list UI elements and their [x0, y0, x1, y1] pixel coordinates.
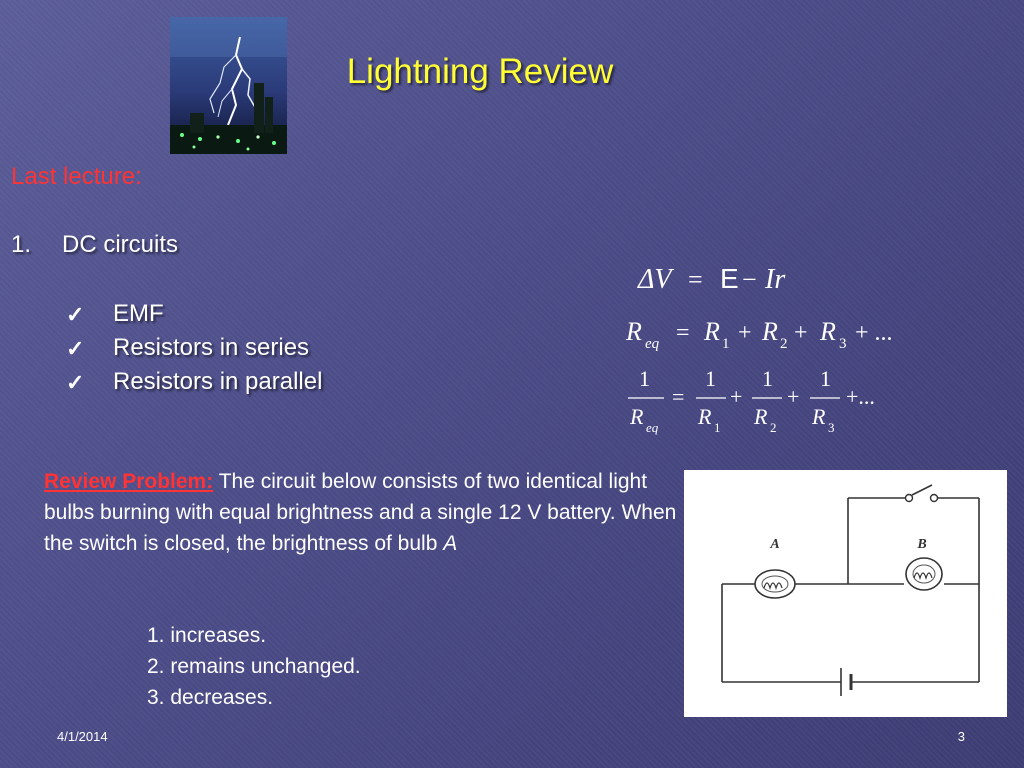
svg-text:−: −: [742, 265, 757, 294]
choice-3: 3. decreases.: [147, 686, 274, 709]
equations: ΔV = E − Ir R eq = R 1 + R 2 + R 3 + ...…: [622, 258, 922, 448]
slide-title: Lightning Review: [346, 52, 614, 91]
lightning-photo: [170, 17, 287, 154]
bulb-b-label: B: [916, 537, 926, 552]
svg-text:+: +: [794, 320, 808, 346]
svg-text:1: 1: [820, 366, 831, 391]
svg-text:1: 1: [639, 366, 650, 391]
check-icon: ✓: [66, 302, 85, 327]
subtopic-emf: EMF: [113, 300, 164, 327]
footer-date: 4/1/2014: [57, 729, 108, 744]
svg-text:ΔV: ΔV: [637, 264, 674, 295]
svg-text:+: +: [738, 320, 752, 346]
svg-text:1: 1: [722, 336, 730, 352]
switch-contact: [904, 493, 914, 503]
svg-text:3: 3: [828, 420, 835, 435]
svg-text:eq: eq: [645, 336, 660, 352]
svg-text:+...: +...: [846, 384, 875, 409]
svg-text:3: 3: [839, 336, 847, 352]
subtopic-parallel: Resistors in parallel: [113, 368, 323, 395]
review-problem: Review Problem: The circuit below consis…: [44, 466, 684, 559]
svg-text:+ ...: + ...: [855, 320, 893, 346]
svg-text:R: R: [625, 317, 642, 346]
equation-series: R eq = R 1 + R 2 + R 3 + ...: [625, 317, 893, 352]
svg-text:R: R: [753, 404, 768, 429]
choice-1: 1. increases.: [147, 624, 267, 647]
review-problem-text: The circuit below consists of two identi…: [44, 470, 677, 555]
svg-text:+: +: [787, 384, 799, 409]
topic-number: 1.: [11, 231, 32, 258]
svg-text:eq: eq: [646, 420, 659, 435]
svg-text:+: +: [730, 384, 742, 409]
svg-text:1: 1: [705, 366, 716, 391]
svg-text:E: E: [720, 263, 739, 294]
choice-2: 2. remains unchanged.: [147, 655, 361, 678]
svg-text:2: 2: [780, 336, 788, 352]
svg-text:Ir: Ir: [764, 264, 785, 295]
bulb-b-icon: [905, 557, 943, 591]
svg-text:1: 1: [714, 420, 721, 435]
svg-text:R: R: [819, 317, 836, 346]
svg-text:R: R: [811, 404, 826, 429]
bulb-a-icon: [754, 569, 796, 599]
svg-text:R: R: [697, 404, 712, 429]
svg-text:2: 2: [770, 420, 777, 435]
svg-text:R: R: [629, 404, 644, 429]
svg-text:R: R: [761, 317, 778, 346]
switch-contact: [929, 493, 939, 503]
bulb-a-label: A: [769, 537, 779, 552]
svg-text:=: =: [672, 384, 684, 409]
svg-text:=: =: [688, 265, 703, 294]
review-problem-label: Review Problem:: [44, 470, 214, 493]
last-lecture-label: Last lecture:: [11, 163, 142, 190]
check-icon: ✓: [66, 336, 85, 361]
svg-text:=: =: [676, 320, 690, 346]
circuit-diagram: A B: [684, 470, 1007, 717]
svg-text:1: 1: [762, 366, 773, 391]
check-icon: ✓: [66, 370, 85, 395]
equation-terminal-voltage: ΔV = E − Ir: [637, 263, 785, 295]
footer-page-number: 3: [957, 729, 965, 744]
bulb-name: A: [443, 532, 458, 555]
subtopic-series: Resistors in series: [113, 334, 310, 361]
equation-parallel: 1 R eq = 1 R 1 + 1 R 2 + 1 R 3 +...: [628, 366, 875, 435]
svg-text:R: R: [703, 317, 720, 346]
topic-text: DC circuits: [62, 231, 179, 258]
